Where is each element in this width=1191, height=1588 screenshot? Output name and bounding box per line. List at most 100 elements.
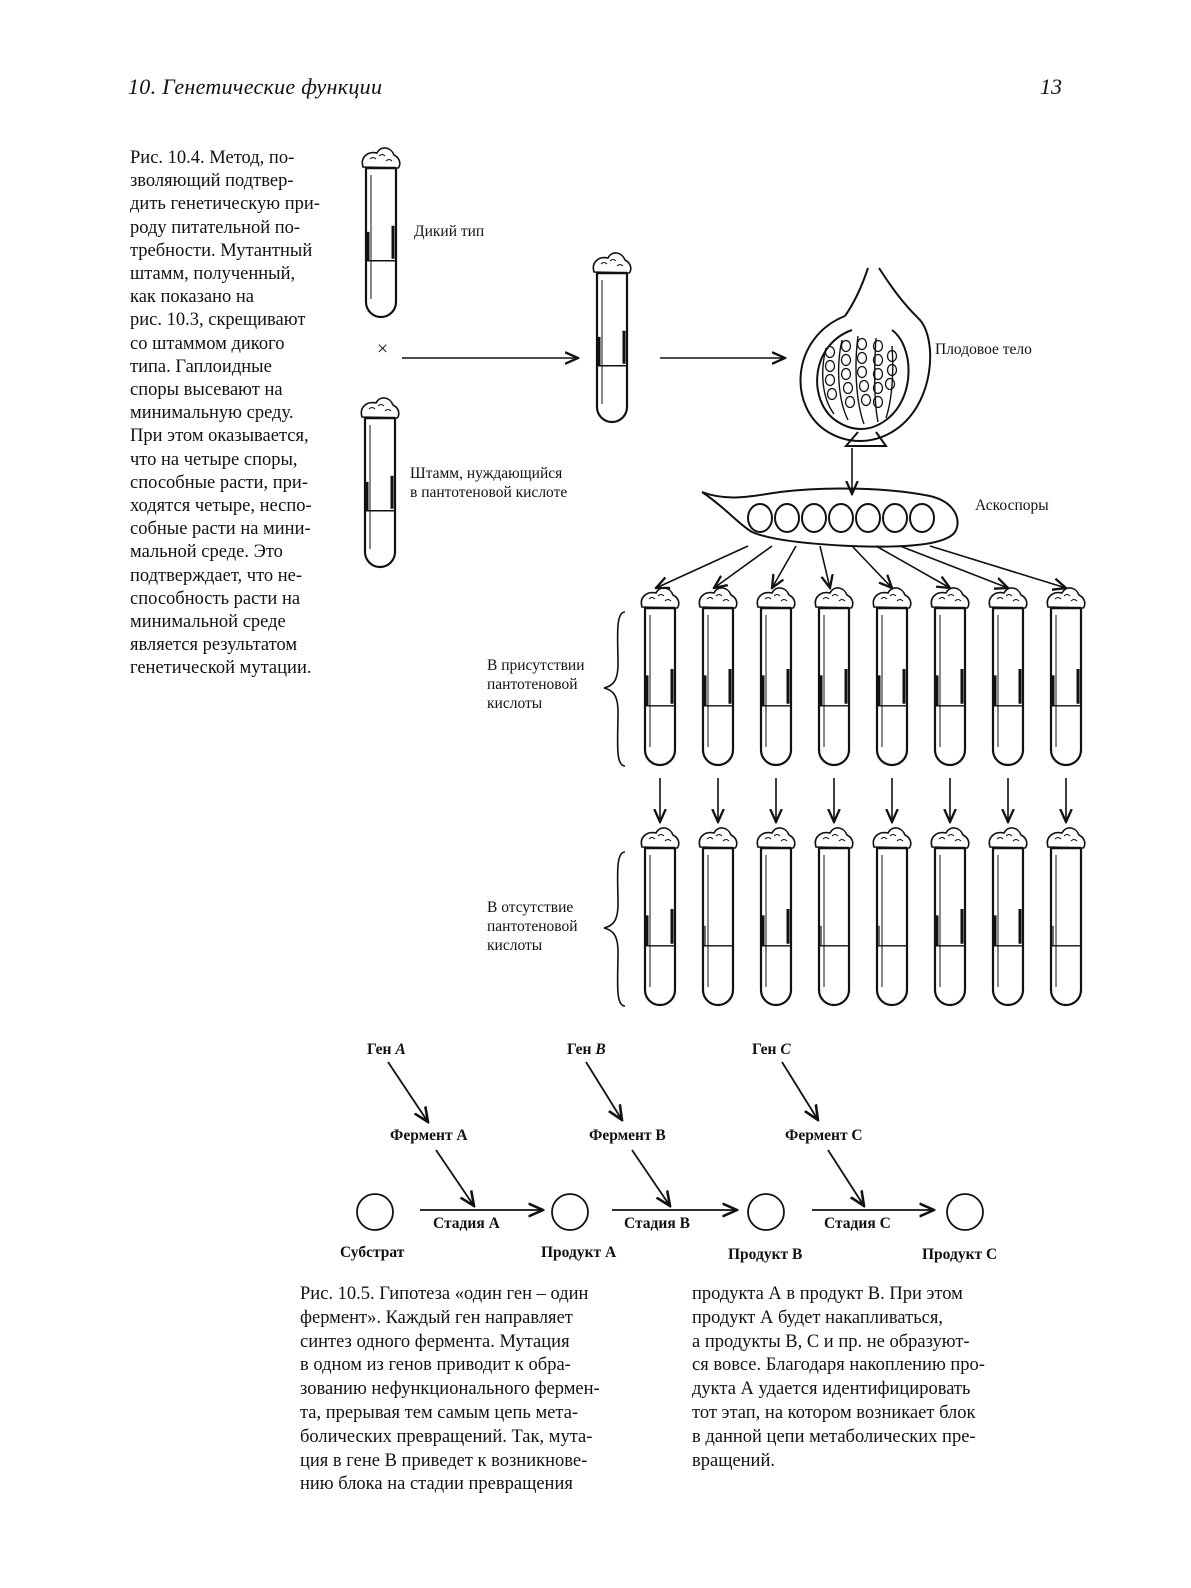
caption-line: генетической мутации. xyxy=(130,658,312,679)
enzyme-a-label: Фермент А xyxy=(390,1127,468,1144)
spore-arrow xyxy=(772,545,797,588)
gene-b-label: Ген B xyxy=(567,1041,606,1058)
caption-line: ходятся четыре, неспо- xyxy=(130,496,312,517)
test-tube-with-acid xyxy=(1046,587,1086,767)
label-with-acid-line2: пантотеновой xyxy=(487,676,578,693)
caption-line: подтверждает, что не- xyxy=(130,565,303,586)
label-strain-line1: Штамм, нуждающийся xyxy=(410,465,563,482)
label-wild-type: Дикий тип xyxy=(414,223,485,240)
caption-line: роду питательной по- xyxy=(130,217,301,238)
caption-line: дить генетическую при- xyxy=(130,194,320,215)
caption-line: что на четыре споры, xyxy=(130,449,298,470)
figure-10-5-caption-right: продукта А в продукт В. При этом продукт… xyxy=(692,1283,985,1473)
test-tube-cross xyxy=(592,252,632,424)
product-a-label: Продукт А xyxy=(541,1244,617,1261)
label-ascospores: Аскоспоры xyxy=(975,497,1049,514)
spore-arrow xyxy=(899,545,1008,588)
caption-line: ция в гене B приведет к возникнове- xyxy=(300,1450,588,1471)
spore-icon xyxy=(886,363,898,377)
ascus-drawing xyxy=(701,487,959,548)
spore-icon xyxy=(872,395,884,409)
ascospore-icon xyxy=(882,503,908,533)
caption-line: а продукты В, С и пр. не образуют- xyxy=(692,1331,970,1352)
caption-line: требности. Мутантный xyxy=(130,240,313,261)
caption-line: как показано на xyxy=(130,287,255,308)
caption-line: синтез одного фермента. Мутация xyxy=(300,1331,570,1352)
caption-line: минимальную среду. xyxy=(130,403,294,424)
gene-c-label: Ген C xyxy=(752,1041,791,1058)
brace-with-acid xyxy=(603,611,626,767)
spore-icon xyxy=(856,337,868,351)
test-tube-with-acid xyxy=(698,587,738,767)
caption-line: мальной среде. Это xyxy=(130,542,283,563)
caption-line: в одном из генов приводит к обра- xyxy=(300,1355,571,1376)
pathway-diagram xyxy=(356,1061,984,1231)
caption-line: Рис. 10.5. Гипотеза «один ген – один xyxy=(300,1284,589,1304)
spore-icon xyxy=(844,395,856,409)
test-tube-without-acid xyxy=(698,827,738,1007)
test-tube-without-acid xyxy=(930,827,970,1007)
spore-icon xyxy=(858,379,870,393)
caption-line: способность расти на xyxy=(130,588,301,609)
test-tube-with-acid xyxy=(640,587,680,767)
caption-line: в данной цепи метаболических пре- xyxy=(692,1426,976,1447)
label-with-acid-line3: кислоты xyxy=(487,695,543,712)
caption-line: минимальной среде xyxy=(130,612,286,633)
caption-line: При этом оказывается, xyxy=(130,426,309,447)
test-tube-without-acid xyxy=(814,827,854,1007)
stage-b-label: Стадия В xyxy=(624,1215,690,1232)
spore-icon xyxy=(856,365,868,379)
caption-line: со штаммом дикого xyxy=(130,333,285,354)
caption-line: Рис. 10.4. Метод, по- xyxy=(130,148,295,168)
figure-10-4-caption: Рис. 10.4. Метод, по- зволяющий подтвер-… xyxy=(130,147,362,681)
ascospore-icon xyxy=(774,503,800,533)
page-number: 13 xyxy=(1040,74,1062,99)
spore-arrow xyxy=(851,545,892,588)
spore-icon xyxy=(842,381,854,395)
spore-icon xyxy=(872,367,884,381)
spore-icon xyxy=(884,377,896,391)
test-tube-without-acid xyxy=(756,827,796,1007)
caption-line: рис. 10.3, скрещивают xyxy=(130,310,306,331)
spore-icon xyxy=(872,381,884,395)
test-tube-mutant-strain xyxy=(360,397,400,569)
spore-icon xyxy=(872,353,884,367)
spore-arrow xyxy=(819,545,830,588)
test-tube-without-acid xyxy=(872,827,912,1007)
label-without-acid-line3: кислоты xyxy=(487,937,543,954)
product-c-label: Продукт С xyxy=(922,1246,998,1263)
fruit-body-drawing xyxy=(799,267,932,447)
label-strain-line2: в пантотеновой кислоте xyxy=(410,484,568,501)
label-with-acid-line1: В присутствии xyxy=(487,657,585,674)
test-tube-with-acid xyxy=(988,587,1028,767)
enzyme-c-label: Фермент С xyxy=(785,1127,863,1144)
caption-line: зованию нефункционального фермен- xyxy=(300,1379,600,1400)
spore-icon xyxy=(840,339,852,353)
test-tube-with-acid xyxy=(872,587,912,767)
test-tube-with-acid xyxy=(930,587,970,767)
caption-line: собные расти на мини- xyxy=(130,519,311,540)
label-without-acid-line2: пантотеновой xyxy=(487,918,578,935)
spore-icon xyxy=(824,345,836,359)
cross-symbol: × xyxy=(377,338,389,360)
caption-line: зволяющий подтвер- xyxy=(130,171,294,192)
test-tube-wild-type xyxy=(361,147,401,319)
spore-icon xyxy=(856,351,868,365)
caption-line: фермент». Каждый ген направляет xyxy=(300,1307,573,1328)
caption-line: способные расти, при- xyxy=(130,472,308,493)
substrate-label: Субстрат xyxy=(340,1244,405,1261)
ascospore-icon xyxy=(855,503,881,533)
test-tube-with-acid xyxy=(756,587,796,767)
caption-line: является результатом xyxy=(130,635,298,656)
caption-line: типа. Гаплоидные xyxy=(130,356,272,377)
label-fruit-body: Плодовое тело xyxy=(935,341,1032,358)
spore-icon xyxy=(824,373,836,387)
spore-arrow xyxy=(929,545,1066,588)
spore-icon xyxy=(872,339,884,353)
test-tube-without-acid xyxy=(640,827,680,1007)
spore-icon xyxy=(860,393,872,407)
test-tube-with-acid xyxy=(814,587,854,767)
caption-line: продукта А в продукт В. При этом xyxy=(692,1284,963,1304)
